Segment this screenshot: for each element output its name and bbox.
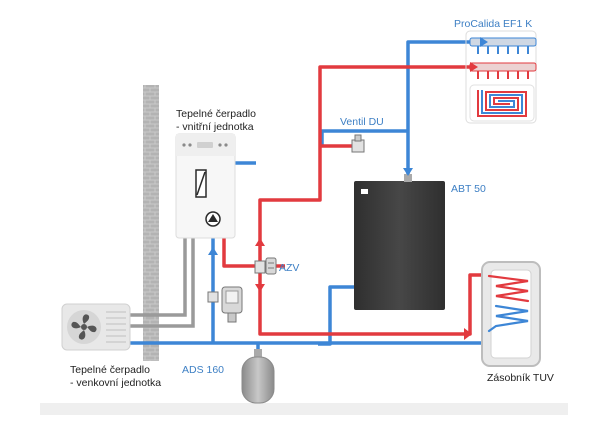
abt-buffer-tank [354,174,445,310]
floor [40,403,568,415]
dhw-tank [481,261,541,367]
valve-du-icon [351,134,365,153]
manifold-label: ProCalida EF1 K [454,18,533,30]
circulation-pump-icon [205,211,221,227]
valve-du-label: Ventil DU [340,116,384,128]
flow-arrows-supply [255,62,478,340]
outdoor-unit-label-line2: - venkovní jednotka [70,377,162,389]
flow-arrows-return [208,37,488,255]
indoor-unit-label-line1: Tepelné čerpadlo [176,108,256,120]
brick-wall [143,85,159,361]
floor-heating-manifold [465,30,537,124]
azv-valve-icon [254,257,277,275]
ads-label: ADS 160 [182,364,225,376]
azv-label: AZV [279,262,300,274]
plate-heat-exchanger-icon [195,169,207,198]
tank-label: Zásobník TUV [487,372,554,384]
abt-label: ABT 50 [451,183,486,195]
ads-separator-icon [207,286,243,323]
outdoor-unit-label-line1: Tepelné čerpadlo [70,364,150,376]
outdoor-heat-pump-unit [61,303,131,351]
expansion-vessel-icon [241,349,275,404]
indoor-unit-label-line2: - vnitřní jednotka [176,121,254,133]
